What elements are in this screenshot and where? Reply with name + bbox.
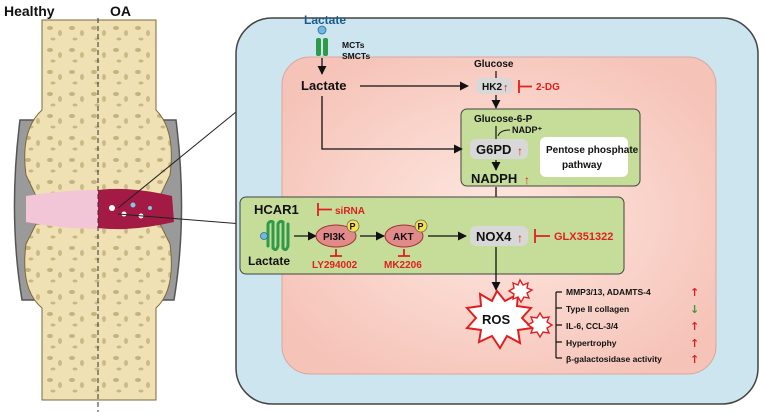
akt-node	[384, 224, 424, 248]
g6pd-label: G6PD	[476, 142, 511, 157]
arrow-nadp-curve	[497, 129, 511, 137]
ros-burst-large	[465, 289, 535, 350]
healthy-label: Healthy	[4, 3, 55, 19]
up-arrow-icon: ↑	[690, 286, 699, 299]
lower-bone	[24, 223, 172, 401]
akt-inhibitor-label: MK2206	[384, 260, 422, 271]
hcar1-label: HCAR1	[254, 202, 299, 217]
hcar1-receptor-icon	[260, 219, 290, 252]
up-arrow-icon: ↑	[690, 337, 699, 350]
pi3k-phospho-icon	[346, 219, 360, 233]
outcome-label: Hypertrophy	[566, 338, 617, 348]
sirna-label: siRNA	[335, 206, 365, 217]
hk2-inhibitor-label: 2-DG	[536, 82, 560, 93]
outcome-label: IL-6, CCL-3/4	[566, 321, 618, 331]
nadph-label: NADPH	[471, 171, 517, 186]
outcome-list: MMP3/13, ADAMTS-4 ↑ Type II collagen ↓ IL-6,…	[566, 286, 699, 366]
ppp-label-line1: Pentose phosphate	[546, 145, 639, 156]
nox4-up-arrow-icon: ↑	[517, 231, 523, 245]
damaged-cartilage	[98, 188, 174, 230]
receptor-lactate-label: Lactate	[248, 254, 290, 268]
chondrocyte	[148, 206, 152, 210]
outer-lactate-label: Lactate	[304, 13, 346, 27]
akt-label: AKT	[393, 232, 414, 243]
pi3k-label: PI3K	[323, 232, 346, 243]
outcome-bracket	[555, 291, 562, 359]
ppp-label-box	[540, 137, 628, 177]
nadph-up-arrow-icon: ↑	[524, 173, 530, 187]
nadp-label: NADP⁺	[512, 125, 543, 135]
glucose-label: Glucose	[474, 59, 514, 70]
nox4-label: NOX4	[476, 229, 512, 244]
hk2-label: HK2	[482, 82, 502, 93]
nox4-node	[470, 226, 528, 246]
g6pd-node	[470, 139, 528, 159]
akt-inhibition-bar	[398, 249, 410, 257]
akt-phospho-icon	[414, 219, 428, 233]
oa-label: OA	[110, 3, 131, 19]
joint-illustration: Healthy OA	[4, 3, 323, 412]
transporter-label-smcts: SMCTs	[342, 51, 370, 61]
pi3k-node	[315, 224, 357, 248]
g6pd-up-arrow-icon: ↑	[517, 144, 523, 158]
up-arrow-icon: ↑	[690, 353, 699, 366]
pi3k-inhibitor-label: LY294002	[312, 260, 358, 271]
pi3k-phospho-label: P	[350, 222, 356, 232]
up-arrow-icon: ↑	[690, 320, 699, 333]
g6p-label: Glucose-6-P	[474, 114, 533, 125]
intracellular-lactate-label: Lactate	[301, 78, 347, 93]
outcome-label: Type II collagen	[566, 304, 629, 314]
pi3k-inhibition-bar	[330, 249, 342, 257]
sirna-inhibition-bar	[317, 203, 332, 216]
ppp-label-line2: pathway	[562, 160, 602, 171]
chondrocyte	[130, 202, 136, 208]
hk2-inhibition-bar	[518, 80, 532, 93]
outcome-label: MMP3/13, ADAMTS-4	[566, 287, 651, 297]
mct-transporter	[316, 25, 328, 56]
nox4-inhibition-bar	[534, 229, 550, 243]
hk2-up-arrow-icon: ↑	[503, 82, 509, 94]
outcome-label: β-galactosidase activity	[566, 354, 662, 364]
ros-burst-small-right	[526, 311, 554, 339]
ros-burst-small-top	[507, 278, 534, 304]
down-arrow-icon: ↓	[690, 303, 699, 316]
chondrocyte	[109, 205, 115, 211]
arrow-lactate-g6pd	[321, 96, 463, 154]
akt-phospho-label: P	[418, 222, 424, 232]
ros-label: ROS	[482, 312, 511, 327]
hk2-node	[476, 78, 512, 94]
transporter-label-mcts: MCTs	[342, 40, 365, 50]
nox4-inhibitor-label: GLX351322	[554, 231, 613, 243]
